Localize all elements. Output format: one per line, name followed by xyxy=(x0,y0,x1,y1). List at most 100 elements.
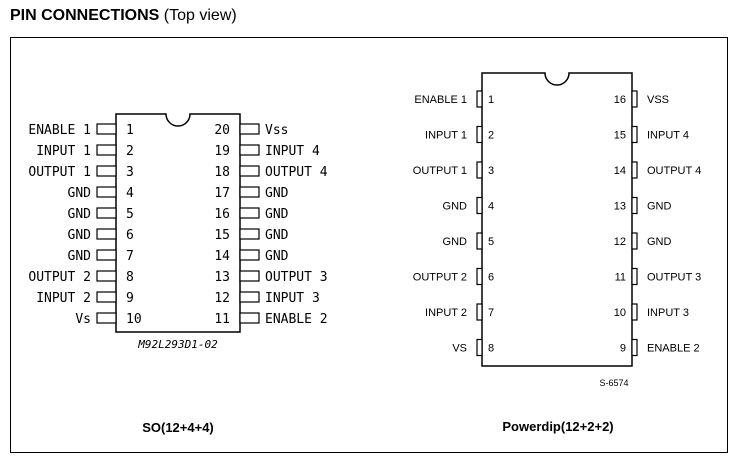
pin-lead xyxy=(239,123,260,135)
pin-lead xyxy=(631,267,638,286)
pin-number: 17 xyxy=(214,186,230,201)
pin-name: GND xyxy=(443,201,468,213)
pin-name: INPUT 2 xyxy=(425,307,467,319)
pin-lead xyxy=(476,267,483,286)
so-pin-13: 13 OUTPUT 3 xyxy=(214,270,327,285)
pin-name: OUTPUT 4 xyxy=(265,165,328,180)
pin-name: INPUT 1 xyxy=(425,130,467,142)
pin-name: INPUT 4 xyxy=(647,130,689,142)
heading-view: (Top view) xyxy=(163,7,237,24)
so-pin-7: 7 GND xyxy=(68,249,134,264)
pin-number: 9 xyxy=(620,343,626,355)
pin-number: 7 xyxy=(126,249,134,264)
pin-lead xyxy=(631,125,638,144)
pin-name: GND xyxy=(265,228,289,243)
pin-lead xyxy=(476,338,483,357)
pin-lead xyxy=(96,207,117,219)
pin-lead xyxy=(631,232,638,250)
pin-number: 12 xyxy=(614,236,626,248)
pin-name: OUTPUT 4 xyxy=(647,165,701,177)
so-pin-6: 6 GND xyxy=(68,228,134,243)
pin-name: GND xyxy=(265,249,289,264)
so-package-name: SO(12+4+4) xyxy=(142,420,214,435)
pin-lead xyxy=(631,161,638,179)
pin-number: 10 xyxy=(614,307,626,319)
pin-name: INPUT 3 xyxy=(265,291,320,306)
pin-name: INPUT 2 xyxy=(36,291,91,306)
pin-lead xyxy=(239,291,260,303)
pin-number: 5 xyxy=(488,236,494,248)
pin-lead xyxy=(96,165,117,177)
pin-name: OUTPUT 3 xyxy=(647,272,701,284)
pin-name: GND xyxy=(68,228,92,243)
heading-main: PIN CONNECTIONS xyxy=(10,7,160,24)
dip-pin-16: 16 VSS xyxy=(614,90,669,108)
so-pin-17: 17 GND xyxy=(214,186,288,201)
pin-name: ENABLE 1 xyxy=(28,123,91,138)
pin-number: 15 xyxy=(214,228,230,243)
pin-number: 1 xyxy=(488,94,494,106)
pin-lead xyxy=(96,228,117,240)
pin-lead xyxy=(476,161,483,179)
dip-pin-8: 8 VS xyxy=(452,338,494,357)
pin-number: 16 xyxy=(214,207,230,222)
pin-name: OUTPUT 2 xyxy=(413,272,467,284)
pin-name: ENABLE 2 xyxy=(265,312,328,327)
pin-lead xyxy=(96,123,117,135)
pin-name: GND xyxy=(647,201,672,213)
pin-lead xyxy=(239,165,260,177)
dip-ref-label: S-6574 xyxy=(599,378,628,388)
pin-lead xyxy=(96,291,117,303)
diagram-frame xyxy=(10,37,728,453)
pin-name: OUTPUT 1 xyxy=(28,165,91,180)
pin-number: 18 xyxy=(214,165,230,180)
so-chip-body xyxy=(115,113,241,333)
pin-lead xyxy=(239,186,260,198)
pin-name: GND xyxy=(647,236,672,248)
pin-number: 10 xyxy=(126,312,142,327)
pin-lead xyxy=(96,186,117,198)
pin-lead xyxy=(96,270,117,282)
pin-number: 2 xyxy=(488,130,494,142)
pin-lead xyxy=(96,249,117,261)
pin-lead xyxy=(239,207,260,219)
so-pin-15: 15 GND xyxy=(214,228,288,243)
pin-name: OUTPUT 3 xyxy=(265,270,328,285)
pin-number: 11 xyxy=(214,312,230,327)
pin-number: 15 xyxy=(614,130,626,142)
pin-name: VS xyxy=(452,343,467,355)
pin-name: ENABLE 2 xyxy=(647,343,700,355)
pin-number: 2 xyxy=(126,144,134,159)
pin-lead xyxy=(476,125,483,144)
pin-name: OUTPUT 1 xyxy=(413,165,467,177)
pin-name: Vss xyxy=(265,123,288,138)
pin-number: 12 xyxy=(214,291,230,306)
so-pin-11: 11 ENABLE 2 xyxy=(214,312,327,327)
pin-number: 16 xyxy=(614,94,626,106)
pin-number: 6 xyxy=(126,228,134,243)
pin-lead xyxy=(631,90,638,108)
pin-name: GND xyxy=(265,186,289,201)
pin-number: 5 xyxy=(126,207,134,222)
pin-lead xyxy=(476,303,483,321)
pin-number: 8 xyxy=(488,343,494,355)
dip-chip-body xyxy=(481,72,633,367)
pin-number: 13 xyxy=(214,270,230,285)
pin-name: VSS xyxy=(647,94,669,106)
pin-number: 6 xyxy=(488,272,494,284)
pin-name: GND xyxy=(68,249,92,264)
